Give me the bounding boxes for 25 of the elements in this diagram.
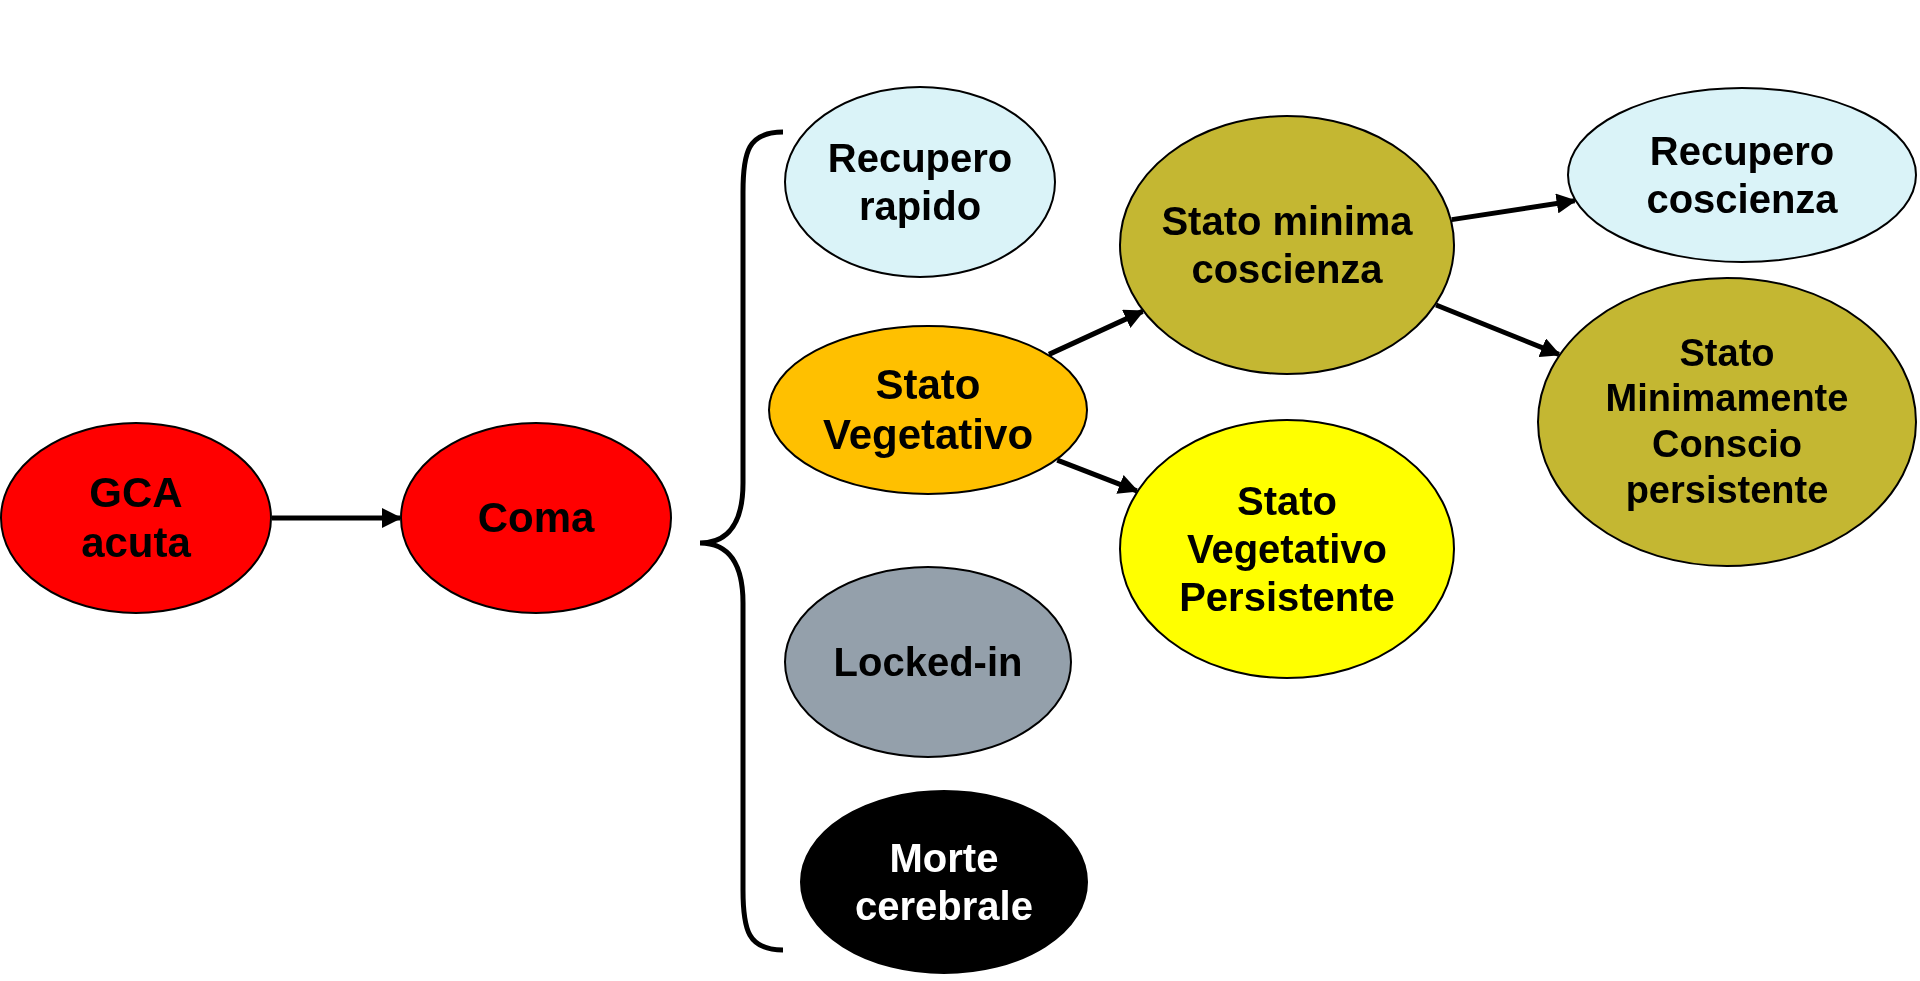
node-label: Coma [476, 492, 596, 543]
state-ellipse [0, 422, 272, 614]
node-label: GCA acuta [80, 467, 192, 568]
state-ellipse [784, 86, 1056, 278]
state-ellipse [800, 790, 1088, 974]
node-label: Recupero coscienza [1645, 128, 1839, 223]
state-ellipse [400, 422, 672, 614]
node-label: Morte cerebrale [854, 835, 1034, 930]
state-ellipse [784, 566, 1072, 758]
node-label: Stato Vegetativo [821, 359, 1035, 460]
arrow [272, 508, 402, 528]
node-label: Recupero rapido [826, 135, 1014, 230]
node-label: Stato Vegetativo Persistente [1178, 478, 1396, 621]
arrow [1451, 193, 1577, 223]
arrow [1047, 309, 1145, 357]
node-label: Stato Minimamente Conscio persistente [1604, 330, 1850, 513]
state-ellipse [1119, 419, 1455, 679]
state-ellipse [1537, 277, 1917, 567]
node-label: Locked-in [832, 639, 1024, 686]
state-ellipse [1567, 87, 1917, 263]
state-ellipse [768, 325, 1088, 495]
arrow [1056, 457, 1139, 494]
node-label: Stato minima coscienza [1160, 198, 1414, 293]
arrow [1435, 302, 1561, 357]
state-ellipse [1119, 115, 1455, 375]
